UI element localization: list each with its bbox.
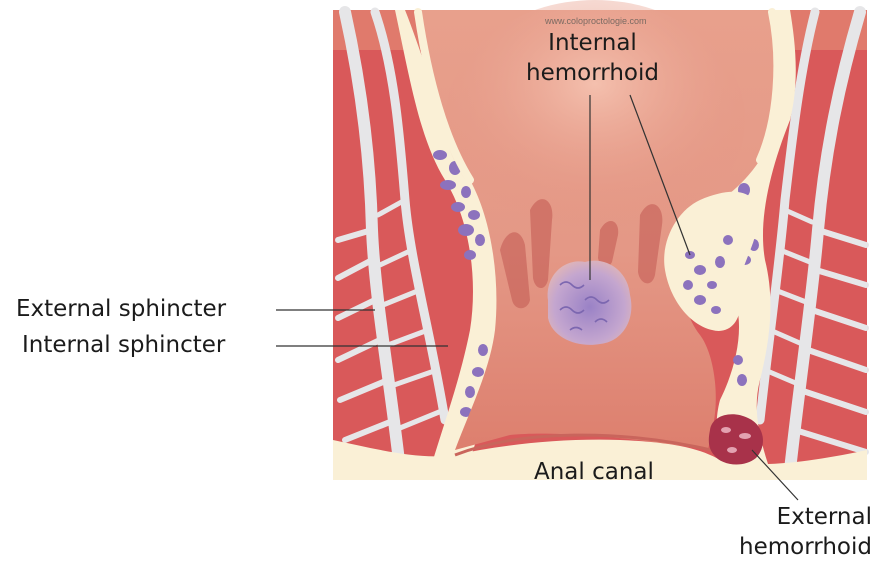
label-external-hemorrhoid-line1: External [700, 502, 872, 532]
label-external-hemorrhoid: External hemorrhoid [700, 502, 872, 562]
label-external-sphincter: External sphincter [16, 294, 226, 324]
label-external-hemorrhoid-line2: hemorrhoid [700, 532, 872, 562]
label-internal-hemorrhoid-line1: Internal [510, 28, 675, 58]
watermark: www.coloproctologie.com [545, 16, 647, 26]
label-internal-sphincter: Internal sphincter [22, 330, 225, 360]
label-internal-hemorrhoid: Internal hemorrhoid [510, 28, 675, 88]
label-internal-hemorrhoid-line2: hemorrhoid [510, 58, 675, 88]
label-anal-canal: Anal canal [534, 457, 654, 487]
